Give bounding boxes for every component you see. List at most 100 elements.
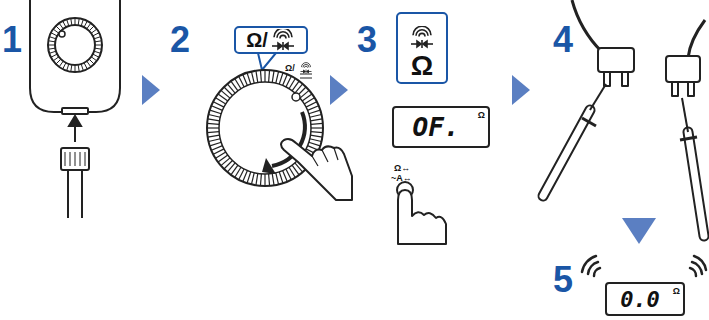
knurl-stroke xyxy=(93,54,99,57)
knurl-stroke xyxy=(95,45,102,46)
knurl-stroke xyxy=(211,106,222,111)
knurl-stroke xyxy=(48,45,55,46)
sound-arc xyxy=(419,33,425,36)
step4-plugs-probes xyxy=(543,0,705,236)
knurl-stroke xyxy=(75,65,76,72)
knurl-stroke xyxy=(81,64,83,71)
knurl-stroke xyxy=(91,57,97,61)
continuity-symbol xyxy=(272,29,294,50)
knurl-stroke xyxy=(87,61,91,67)
continuity-icon xyxy=(407,26,437,52)
mode-symbol: Ω xyxy=(411,52,433,80)
bar xyxy=(306,70,307,74)
knurl-stroke xyxy=(210,110,221,114)
plug-stripe xyxy=(85,152,86,166)
knurl-stroke xyxy=(276,72,279,84)
knurl-stroke xyxy=(307,106,318,111)
arrow-head xyxy=(304,70,306,73)
knurl-stroke xyxy=(84,63,87,69)
knurl-stroke xyxy=(311,131,323,133)
lcd-display: OF.Ω xyxy=(392,106,490,148)
knurl-stroke xyxy=(251,72,254,84)
plug-stripe xyxy=(80,152,81,166)
knurl-stroke xyxy=(310,139,322,142)
knurl-stroke xyxy=(67,19,69,26)
step-number: 1 xyxy=(2,22,22,58)
knurl-stroke xyxy=(260,174,262,186)
sound-arc xyxy=(302,63,311,67)
knurl-stroke xyxy=(264,70,265,82)
knurl-stroke xyxy=(91,29,97,33)
continuity-icon xyxy=(270,29,296,51)
unit-symbol: Ω xyxy=(478,110,485,120)
display-reading: 0.0 xyxy=(620,287,660,312)
knurl-stroke xyxy=(276,173,279,185)
arrow-head xyxy=(417,41,421,47)
knurl-stroke xyxy=(268,70,270,82)
step3-button-hand xyxy=(397,182,446,244)
knurl-stroke xyxy=(311,123,323,125)
continuity-symbol xyxy=(411,26,433,48)
knurl-stroke xyxy=(53,57,59,61)
knurl-stroke xyxy=(56,59,61,64)
knurl-stroke xyxy=(53,29,59,33)
knurl-stroke xyxy=(213,149,224,154)
knurl-stroke xyxy=(81,19,83,26)
knurl-stroke xyxy=(63,21,66,27)
continuity-symbol xyxy=(301,63,312,74)
sound-arc xyxy=(274,29,292,37)
knurl-stroke xyxy=(309,142,320,146)
knurl-stroke xyxy=(67,64,69,71)
sound-arc xyxy=(280,35,286,38)
knurl-stroke xyxy=(51,33,57,36)
arrow-line xyxy=(301,71,306,72)
knurl-stroke xyxy=(84,21,87,27)
knurl-stroke xyxy=(310,114,322,117)
knurl-stroke xyxy=(71,65,72,72)
bar xyxy=(282,42,284,50)
arrow-head xyxy=(278,43,282,49)
sound-arc xyxy=(413,26,431,35)
knurl-stroke xyxy=(56,26,61,31)
knurl-stroke xyxy=(279,172,283,183)
knurl-stroke xyxy=(89,59,94,64)
plug-stripe xyxy=(65,152,66,166)
plug-stripe xyxy=(75,152,76,166)
knurl-stroke xyxy=(71,18,72,25)
knurl-stroke xyxy=(279,73,283,84)
knurl-stroke xyxy=(75,18,76,25)
step-number: 4 xyxy=(553,22,573,58)
sound-arc xyxy=(305,66,308,68)
knurl-stroke xyxy=(209,114,221,117)
knurl-stroke xyxy=(286,169,291,180)
knurl-stroke xyxy=(256,173,258,185)
knurl-stroke xyxy=(63,63,66,69)
step1-plug xyxy=(61,116,89,218)
knurl-stroke xyxy=(87,23,91,29)
knurl-stroke xyxy=(247,172,251,183)
knurl-stroke xyxy=(260,70,262,82)
knurl-stroke xyxy=(48,41,55,42)
knurl-stroke xyxy=(283,74,288,85)
knurl-stroke xyxy=(59,23,63,29)
knurl-stroke xyxy=(309,110,320,114)
dial-mark: Ω/ xyxy=(285,64,295,73)
knurl-stroke xyxy=(59,61,63,67)
knurl-stroke xyxy=(207,127,219,128)
knurl-stroke xyxy=(78,18,79,25)
knurl-stroke xyxy=(49,51,56,53)
knurl-stroke xyxy=(243,74,248,85)
knurl-stroke xyxy=(89,26,94,31)
sound-arc xyxy=(303,64,309,67)
knurl-stroke xyxy=(95,41,102,42)
knurl-stroke xyxy=(209,139,221,142)
knurl-stroke xyxy=(95,48,102,49)
sound-arc xyxy=(416,30,428,36)
knurl-stroke xyxy=(94,37,101,39)
step2-hand xyxy=(281,139,352,200)
knurl-stroke xyxy=(210,142,221,146)
step1-meter xyxy=(30,0,120,114)
sound-arc xyxy=(277,32,289,38)
